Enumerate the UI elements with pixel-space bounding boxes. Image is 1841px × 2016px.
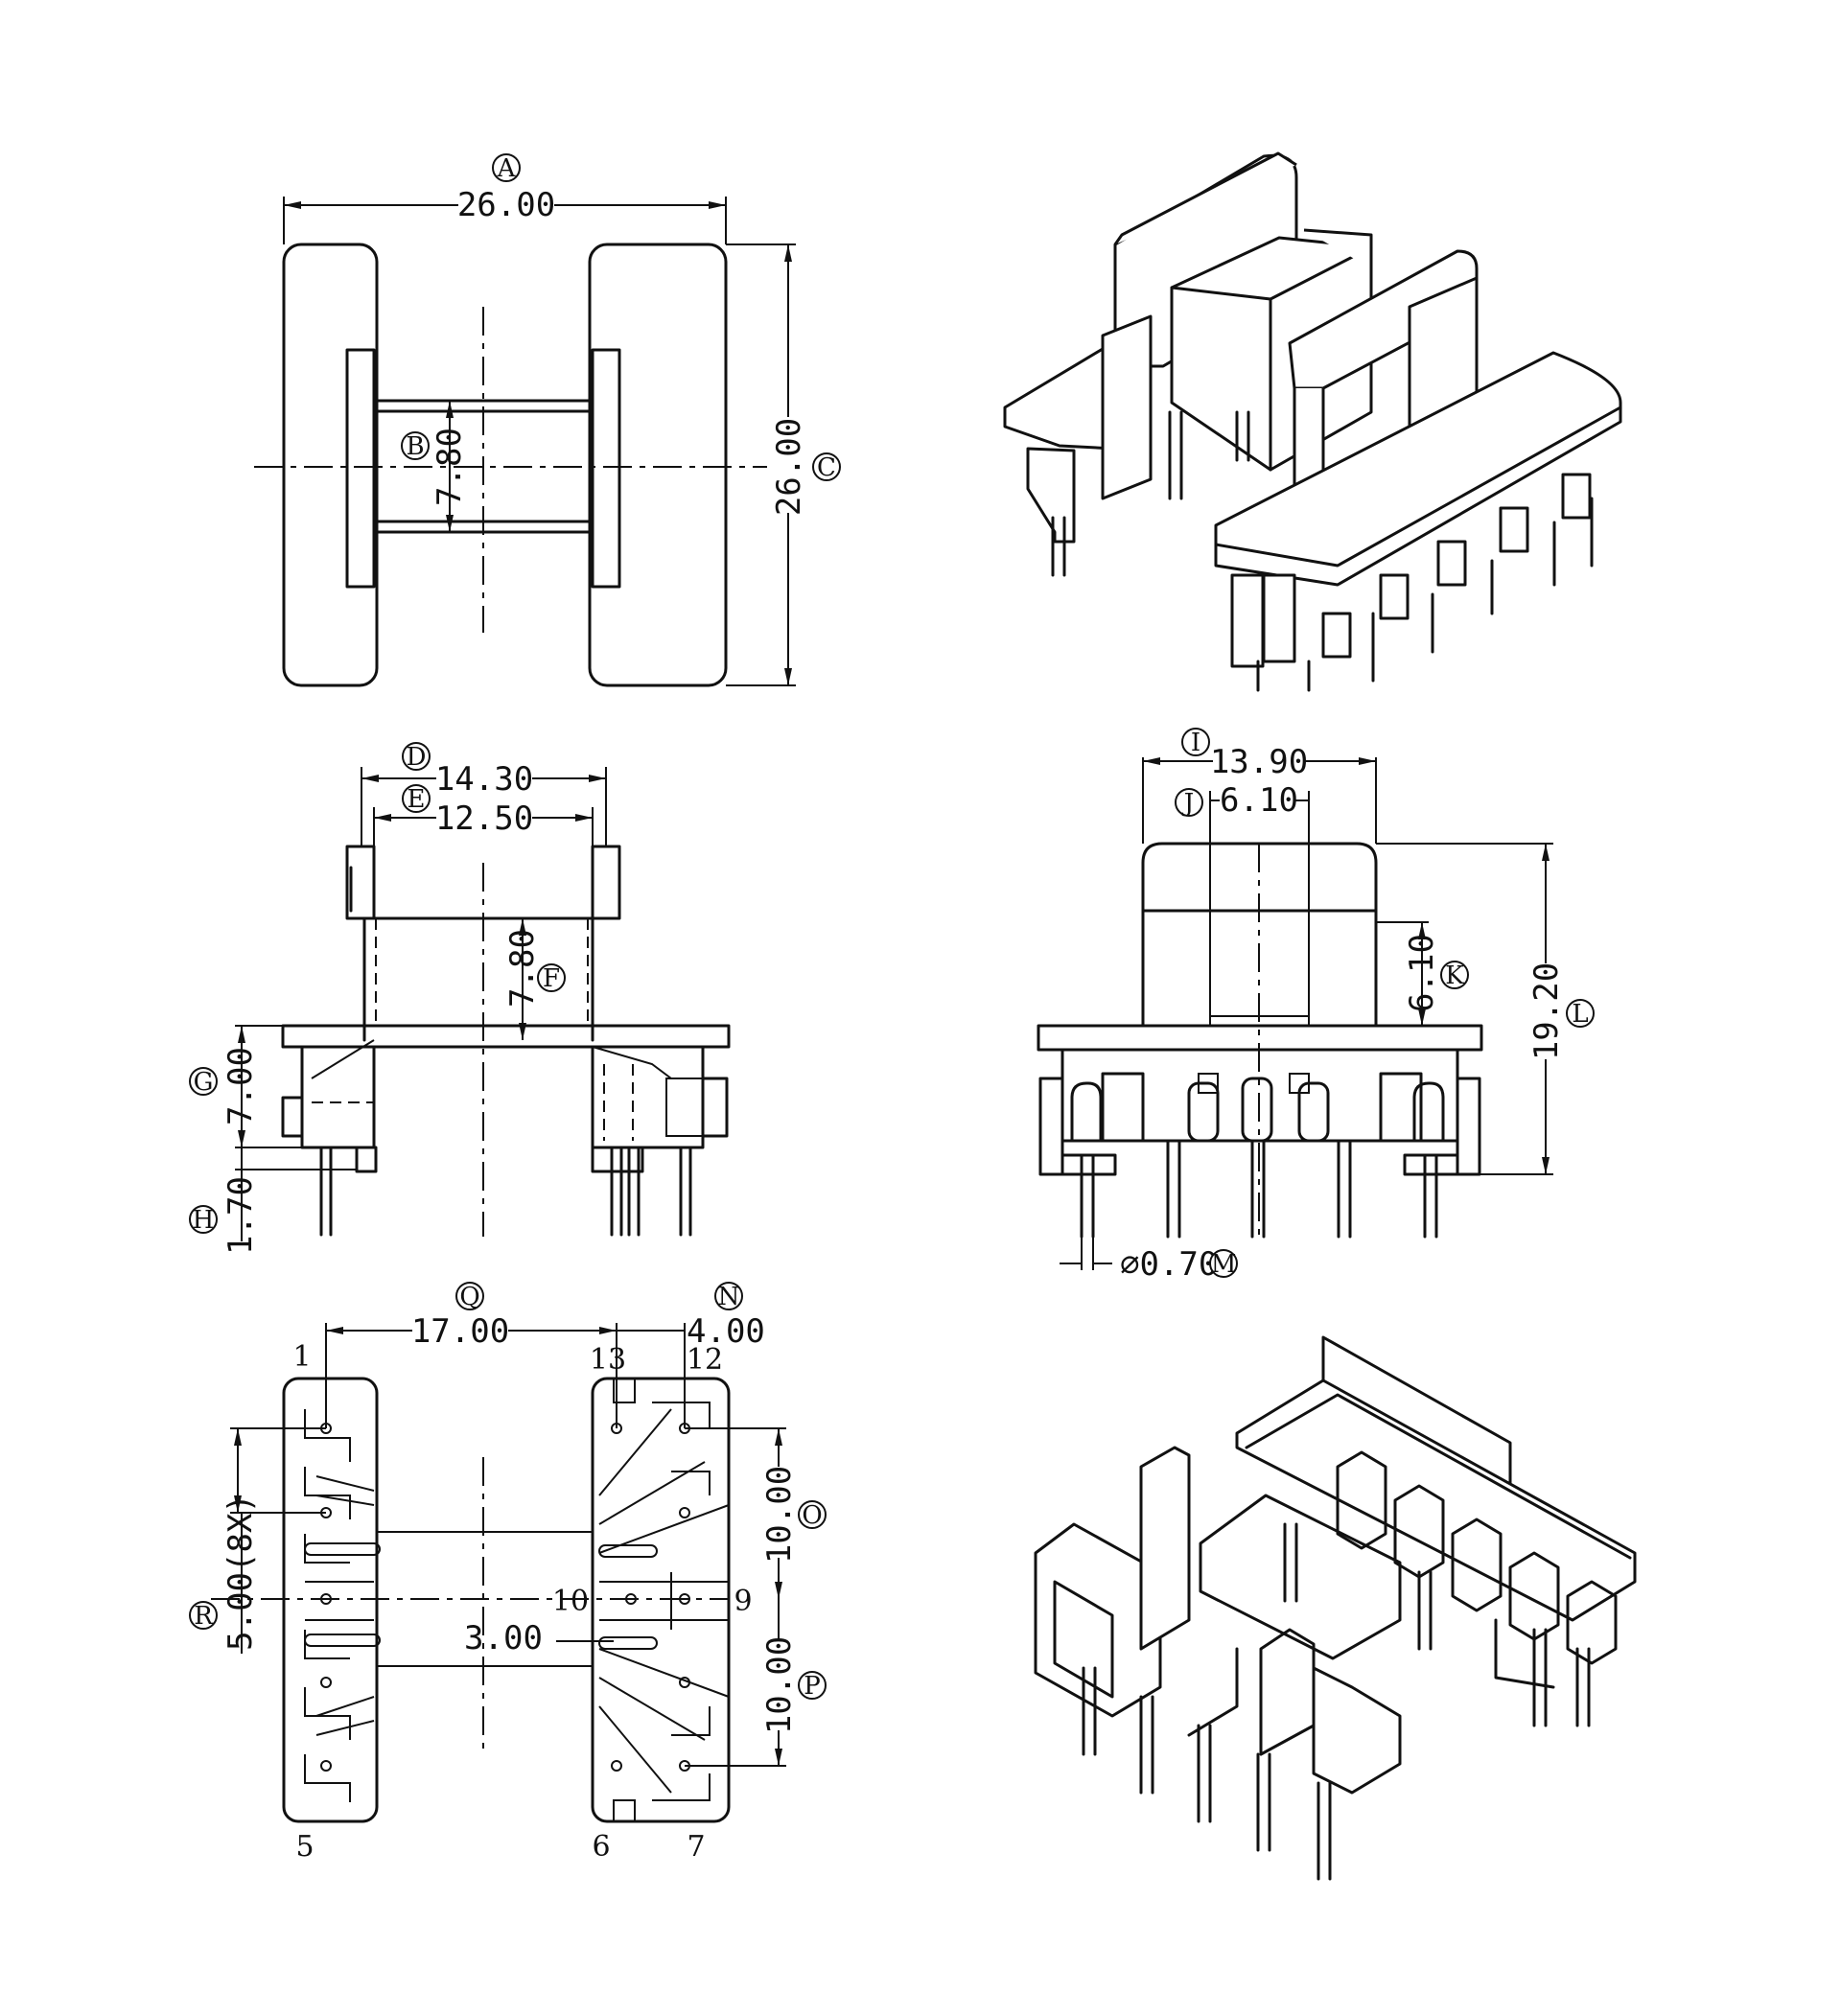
pin-number-5: 5 [295,1830,314,1864]
pin-number-12: 12 [687,1343,723,1377]
dim-i-value: 13.90 [1210,743,1308,781]
pin-number-7: 7 [687,1830,705,1864]
dim-a-value: 26.00 [457,186,555,224]
dim-r-label: R [194,1602,214,1631]
dim-e-label: E [408,785,426,814]
dim-p-label: P [804,1672,821,1701]
dim-l-value: 19.20 [1527,962,1566,1060]
dim-b-label: B [406,432,424,461]
dim-e-value: 12.50 [435,799,533,838]
dim-n-label: N [718,1283,740,1311]
top-flange-right [588,243,728,687]
front-view: 14.30 D 12.50 E 7.80 F 7.00 G 1.70 H [189,742,731,1255]
pin-number-9: 9 [734,1585,752,1618]
pin-number-6: 6 [592,1830,610,1864]
dim-o-label: O [802,1501,822,1530]
dim-c-value: 26.00 [770,418,808,516]
isometric-bottom-slots [1259,1450,1618,1795]
dim-m-value: ⌀0.70 [1120,1245,1218,1284]
dim-g-value: 7.00 [221,1047,260,1125]
dim-f-label: F [543,964,560,993]
right-pad-details [598,1378,730,1822]
dim-h-label: H [193,1206,215,1235]
dim-d-label: D [407,743,427,772]
dim-k-value: 6.10 [1403,934,1441,1012]
dim-r-value: 5.00(8X) [221,1494,260,1651]
dim-p-value: 10.00 [760,1636,799,1734]
top-view: 26.00 A 7.80 B 26.00 C [254,153,841,687]
left-pad-details [304,1409,381,1802]
pin-number-13: 13 [590,1343,626,1377]
dim-a-label: A [497,154,517,183]
bottom-view: 17.00 Q 4.00 N 10.00 O 10.00 P 5.00(8X) [189,1282,827,1864]
pin-number-10: 10 [552,1585,589,1618]
pin-number-1: 1 [292,1340,311,1374]
dim-b-value: 7.80 [431,428,469,506]
dim-k-label: K [1445,962,1464,990]
side-view-pin-slots [1070,1072,1445,1143]
dim-i-label: I [1191,729,1200,757]
dim-g-label: G [194,1068,214,1097]
dim-j-label: J [1181,789,1194,818]
dim-slot-value: 3.00 [464,1619,543,1657]
dim-q-label: Q [459,1283,479,1311]
top-flange-left [282,243,379,687]
dim-o-value: 10.00 [760,1466,799,1564]
dim-q-value: 17.00 [411,1312,509,1351]
dim-l-label: L [1572,1000,1588,1029]
dim-n-value: 4.00 [687,1312,765,1351]
dim-h-value: 1.70 [221,1176,260,1255]
dim-j-value: 6.10 [1220,781,1298,820]
side-view: 13.90 I 6.10 J 6.10 K 19.20 L ⌀0.70 [1037,728,1595,1284]
isometric-top-pins [1230,473,1594,692]
isometric-view-bottom [1034,1335,1637,1881]
dim-c-label: C [817,453,836,482]
dim-m-label: M [1211,1250,1237,1279]
top-post-right [591,348,621,589]
isometric-view-top [1003,151,1622,692]
top-post-left [345,348,376,589]
dim-d-value: 14.30 [435,760,533,799]
dim-f-value: 7.80 [503,929,542,1008]
